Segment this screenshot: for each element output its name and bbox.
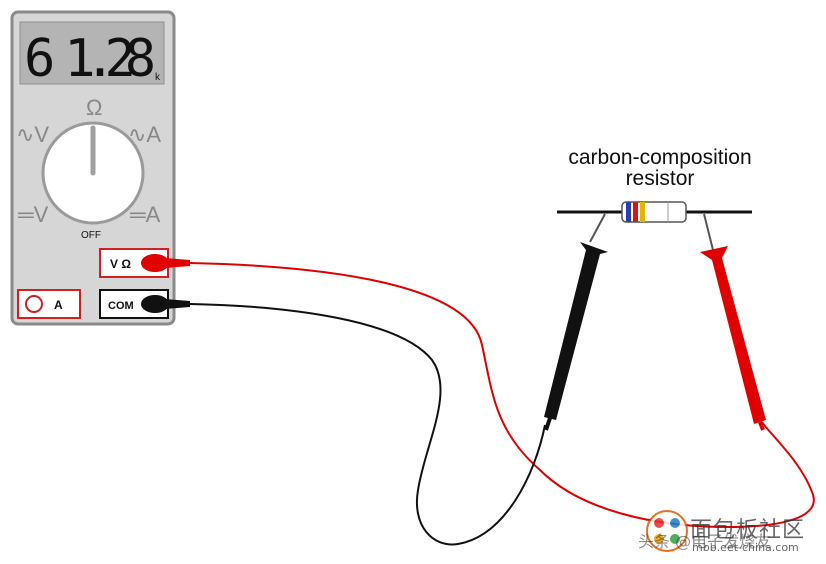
dial-ac-volts-label: ∿V: [16, 122, 49, 147]
black-plug: [141, 295, 169, 313]
resistor-band-1: [626, 202, 631, 222]
jack-a[interactable]: [17, 289, 81, 319]
red-plug-boot: [165, 258, 190, 268]
watermark-site-url: mbb.eet-china.com: [692, 541, 799, 554]
resistor-caption-line2: resistor: [625, 167, 695, 190]
dial-off-label: OFF: [81, 230, 101, 241]
jack-vohm[interactable]: [99, 248, 169, 278]
dial-ohm-label: Ω: [86, 95, 102, 120]
jack-a-circle: [25, 295, 43, 313]
dial-dc-volts-label: ═V: [17, 202, 49, 227]
watermark-logo-icon: [646, 510, 688, 552]
display-reading: 6 1.28: [24, 29, 156, 89]
resistor-caption: carbon-composition resistor: [545, 147, 775, 189]
black-probe-handle: [544, 242, 608, 420]
resistor-band-3: [640, 202, 645, 222]
red-probe-tail: [758, 421, 765, 431]
resistor-band-2: [633, 202, 638, 222]
watermark-site-name: 面包板社区: [690, 518, 806, 543]
display-unit: k: [155, 72, 161, 83]
jack-vohm-label: V Ω: [110, 257, 131, 271]
red-plug: [141, 254, 169, 272]
black-probe-tail: [544, 417, 552, 431]
dial-ac-amps-label: ∿A: [128, 122, 161, 147]
jack-a-label: A: [54, 298, 63, 312]
dial-dc-amps-label: ═A: [129, 202, 161, 227]
red-lead-wire: [189, 262, 815, 529]
watermark-prefix: 头条 @电子发烧友: [638, 532, 772, 551]
resistor-caption-line1: carbon-composition: [568, 146, 752, 169]
lcd-display: [19, 21, 165, 85]
black-probe-tip: [589, 213, 606, 243]
jack-com-label: COM: [108, 300, 134, 312]
red-probe-handle: [700, 246, 766, 424]
black-plug-boot: [165, 299, 190, 309]
black-lead-wire: [189, 303, 546, 546]
resistor-body: [621, 201, 687, 223]
red-probe-tip: [703, 213, 714, 251]
